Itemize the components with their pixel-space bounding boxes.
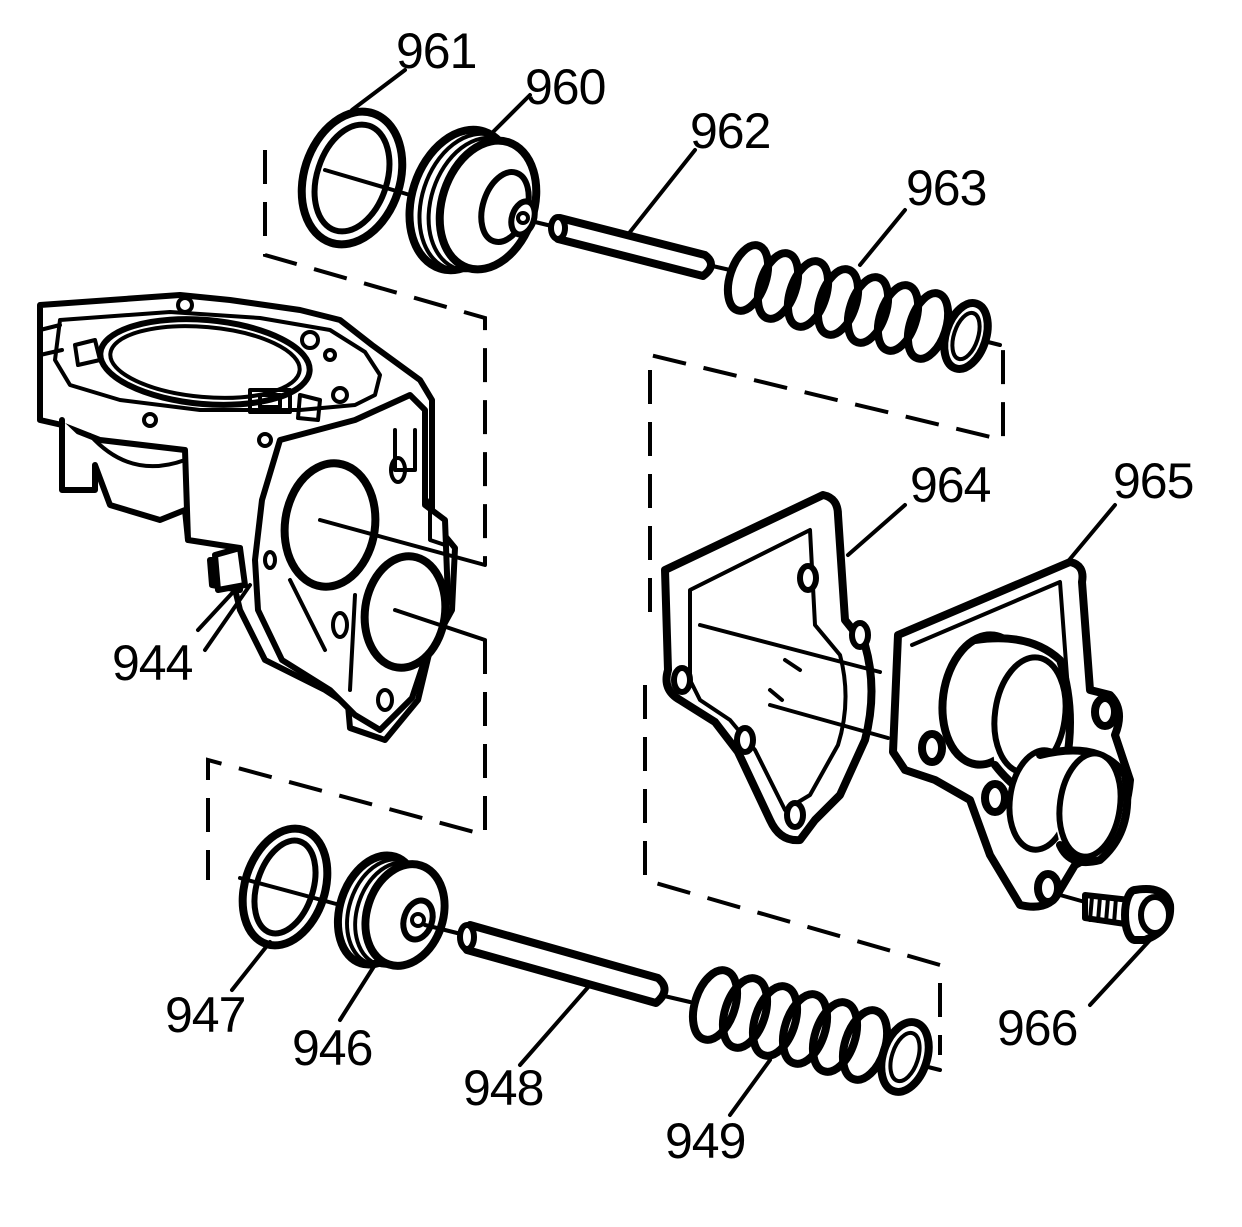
callout-966: 966 — [997, 1000, 1077, 1056]
spring-963 — [723, 241, 992, 373]
piston-960 — [405, 125, 541, 275]
gasket-964 — [661, 491, 876, 845]
callout-944: 944 — [112, 635, 193, 691]
assembly-dash-lines — [206, 150, 1005, 1055]
callout-961: 961 — [396, 23, 476, 79]
callout-labels: 961 960 962 963 964 965 944 966 947 946 … — [112, 23, 1194, 1169]
transmission-case-944 — [37, 292, 458, 743]
callout-963: 963 — [906, 160, 986, 216]
callout-947: 947 — [165, 987, 245, 1043]
callout-964: 964 — [910, 457, 991, 513]
spring-949 — [688, 966, 933, 1096]
bolt-966 — [1082, 885, 1175, 944]
callout-960: 960 — [525, 59, 605, 115]
callout-946: 946 — [292, 1020, 372, 1076]
callout-948: 948 — [463, 1060, 543, 1116]
pin-962 — [548, 214, 715, 280]
callout-leaders — [196, 68, 1152, 1117]
callout-962: 962 — [690, 103, 770, 159]
servo-cover-965 — [889, 558, 1134, 911]
callout-965: 965 — [1113, 453, 1193, 509]
callout-949: 949 — [665, 1113, 745, 1169]
piston-946 — [333, 851, 449, 970]
pin-948 — [457, 921, 669, 1007]
seal-ring-947 — [238, 824, 332, 950]
